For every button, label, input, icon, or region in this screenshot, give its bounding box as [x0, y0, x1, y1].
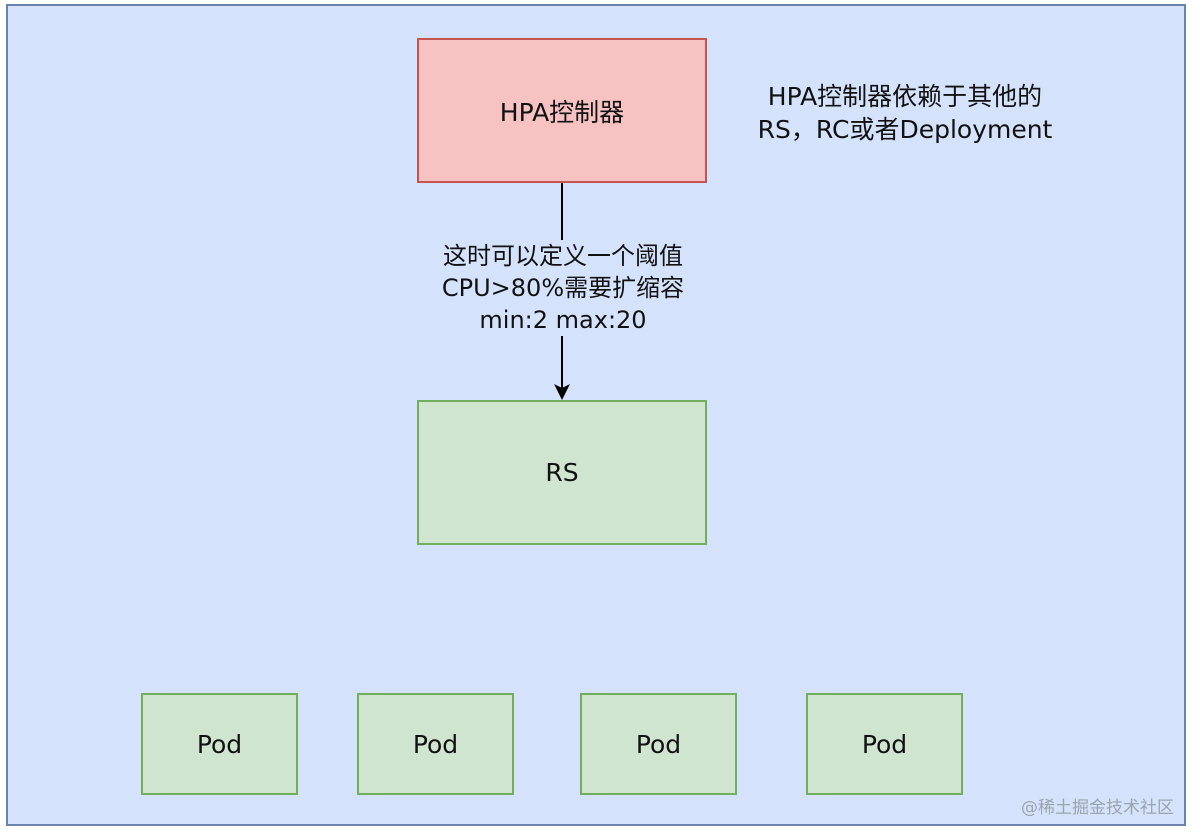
note-line-1: HPA控制器依赖于其他的	[767, 82, 1043, 111]
watermark: @稀土掘金技术社区	[1021, 798, 1174, 818]
rs-node[interactable]: RS	[417, 400, 707, 545]
hpa-controller-label: HPA控制器	[499, 97, 625, 127]
pod-node-3[interactable]: Pod	[580, 693, 737, 795]
threshold-edge-label: 这时可以定义一个阈值 CPU>80%需要扩缩容 min:2 max:20	[380, 240, 746, 336]
edge-label-line-1: 这时可以定义一个阈值	[443, 240, 683, 272]
pod-node-4[interactable]: Pod	[806, 693, 963, 795]
pod-label-4: Pod	[861, 729, 908, 759]
edge-label-line-2: CPU>80%需要扩缩容	[441, 272, 685, 304]
pod-label-3: Pod	[635, 729, 682, 759]
pod-node-2[interactable]: Pod	[357, 693, 514, 795]
note-line-2: RS，RC或者Deployment	[757, 115, 1053, 144]
dependency-note: HPA控制器依赖于其他的 RS，RC或者Deployment	[715, 80, 1095, 146]
pod-node-1[interactable]: Pod	[141, 693, 298, 795]
rs-label: RS	[545, 458, 579, 487]
hpa-controller-node[interactable]: HPA控制器	[417, 38, 707, 183]
pod-label-1: Pod	[196, 729, 243, 759]
pod-label-2: Pod	[412, 729, 459, 759]
edge-label-line-3: min:2 max:20	[479, 304, 647, 336]
